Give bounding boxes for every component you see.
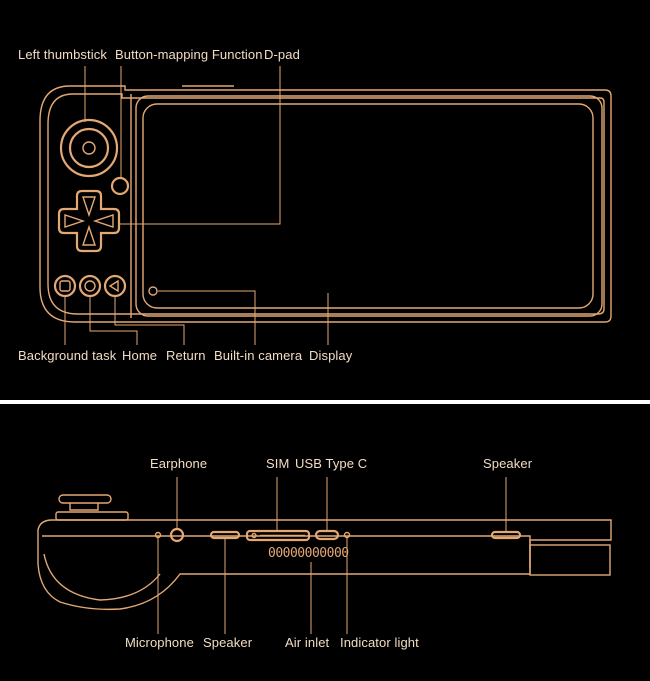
label-speaker-left: Speaker (203, 635, 253, 650)
rear-pack (529, 544, 611, 576)
label-microphone: Microphone (125, 635, 194, 650)
label-built-in-camera: Built-in camera (214, 348, 303, 363)
front-view-panel: Left thumbstick Button-mapping Function … (18, 47, 612, 363)
label-speaker-right: Speaker (483, 456, 533, 471)
display-screen (142, 103, 594, 309)
side-view-diagram (37, 477, 612, 634)
air-inlet-vents: 00000000000 (268, 546, 349, 561)
side-body-outline (37, 519, 612, 611)
label-dpad: D-pad (264, 47, 300, 62)
leader-built-in-camera (158, 290, 256, 345)
leader-dpad (118, 66, 281, 225)
label-button-mapping: Button-mapping Function (115, 47, 263, 62)
side-view-panel: 00000000000 Earphone SIM USB Type C Spea… (0, 404, 650, 681)
display-bezel (135, 95, 603, 317)
square-button-icon (53, 274, 77, 298)
microphone-hole-icon (154, 531, 162, 539)
grip-inner-curve (43, 553, 161, 601)
speaker-grille-right-icon (490, 530, 522, 540)
label-return: Return (166, 348, 206, 363)
label-usb-type-c: USB Type C (295, 456, 368, 471)
indicator-light-icon (343, 531, 351, 539)
label-earphone: Earphone (150, 456, 208, 471)
button-mapping-icon (110, 176, 130, 196)
label-display: Display (309, 348, 353, 363)
camera-icon (148, 286, 158, 296)
device-body-inner-outline (47, 93, 605, 315)
label-sim: SIM (266, 456, 290, 471)
circle-button-icon (78, 274, 102, 298)
dpad-icon (57, 189, 121, 253)
speaker-grille-left-icon (209, 530, 241, 540)
label-left-thumbstick: Left thumbstick (18, 47, 107, 62)
label-air-inlet: Air inlet (285, 635, 330, 650)
device-body-outline (39, 85, 612, 323)
leader-home (89, 297, 138, 345)
label-background-task: Background task (18, 348, 117, 363)
thumbstick-icon (59, 118, 119, 178)
panel-divider (0, 400, 650, 404)
usb-c-port-icon (314, 529, 340, 541)
leader-return (114, 297, 185, 345)
thumbstick-cap-icon (55, 494, 129, 521)
sim-tray-icon (245, 529, 311, 542)
label-home: Home (122, 348, 158, 363)
earphone-jack-icon (169, 527, 185, 543)
triangle-back-button-icon (103, 274, 127, 298)
front-view-diagram (39, 66, 612, 345)
label-indicator-light: Indicator light (340, 635, 419, 650)
